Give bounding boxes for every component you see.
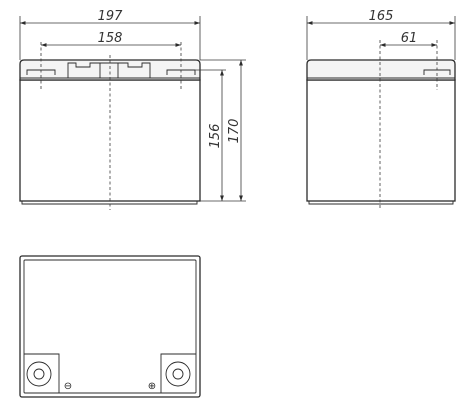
positive-symbol: ⊕ bbox=[148, 381, 156, 392]
side-case-body bbox=[306, 79, 456, 202]
top-terminal-right-outer bbox=[165, 361, 191, 387]
front-lid bbox=[19, 59, 201, 81]
top-outer-outline bbox=[19, 255, 201, 398]
dim-total-width-label: 197 bbox=[98, 9, 124, 24]
dim-body-height-label: 156 bbox=[208, 124, 223, 149]
side-view: 165 61 bbox=[306, 9, 456, 210]
front-view: 197 158 156 170 bbox=[19, 9, 246, 210]
top-view: ⊖ ⊕ bbox=[19, 255, 201, 398]
front-base-lip bbox=[21, 201, 198, 205]
top-terminal-left-inner bbox=[33, 368, 45, 380]
top-terminal-recess-left bbox=[24, 353, 60, 393]
top-terminal-left-outer bbox=[26, 361, 52, 387]
side-lid bbox=[306, 59, 456, 81]
top-terminal-recess-right bbox=[160, 353, 196, 393]
dim-total-height-label: 170 bbox=[227, 119, 242, 144]
dim-terminal-offset-label: 61 bbox=[401, 31, 418, 46]
dim-depth-label: 165 bbox=[369, 9, 394, 24]
dim-terminal-span-label: 158 bbox=[98, 31, 123, 46]
negative-symbol: ⊖ bbox=[64, 381, 72, 392]
side-base-lip bbox=[308, 201, 454, 205]
top-inner-outline bbox=[23, 259, 197, 394]
top-terminal-right-inner bbox=[172, 368, 184, 380]
front-handle bbox=[67, 62, 151, 78]
